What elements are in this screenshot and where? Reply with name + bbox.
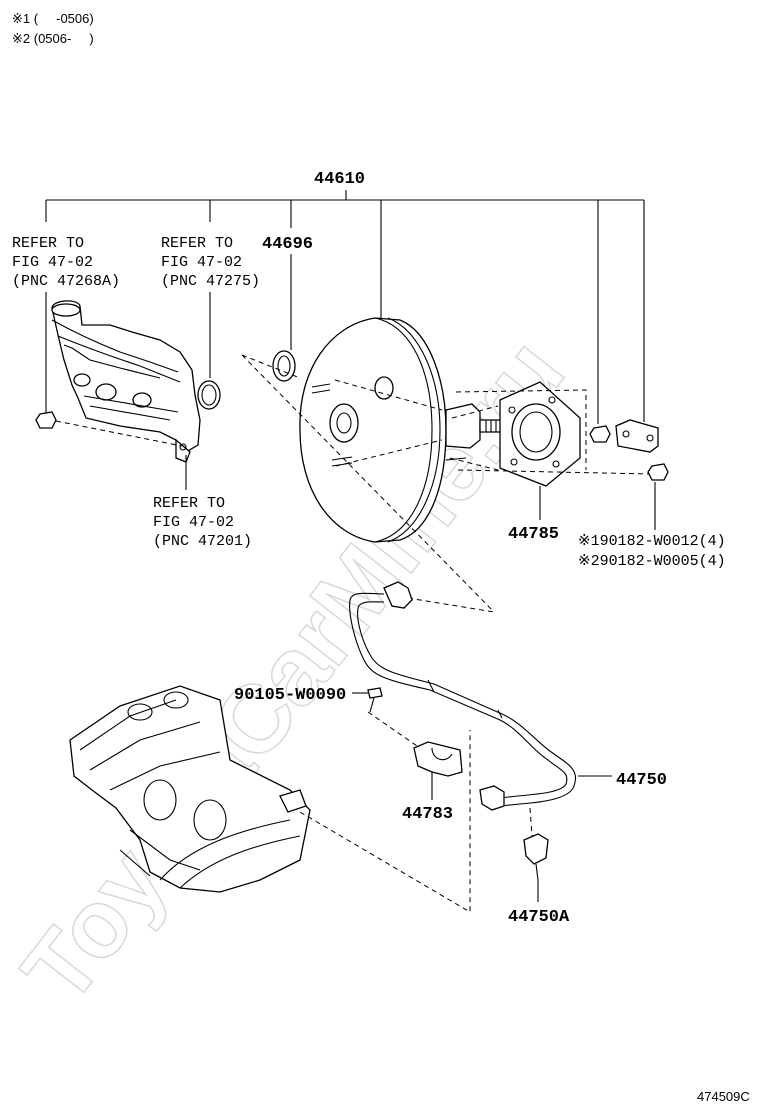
- ref-47268a-line3: (PNC 47268A): [12, 273, 120, 290]
- label-44750a: 44750A: [508, 908, 570, 927]
- label-44610: 44610: [314, 170, 365, 189]
- note-line-2: ※2 (0506- ): [12, 31, 94, 46]
- brake-booster-drawing: [299, 317, 509, 543]
- master-cylinder-nut: [35, 411, 57, 429]
- label-44696: 44696: [262, 235, 313, 254]
- label-44785: 44785: [508, 525, 559, 544]
- ref-47275-line2: FIG 47-02: [161, 254, 242, 271]
- ref-47201-line3: (PNC 47201): [153, 533, 252, 550]
- bolt-90105: [367, 687, 383, 713]
- label-44750: 44750: [616, 771, 667, 790]
- leader-tree-44610: [45, 190, 645, 424]
- label-44783: 44783: [402, 805, 453, 824]
- label-90182-w0005: ※290182-W0005(4): [578, 553, 726, 570]
- ref-47268a-line2: FIG 47-02: [12, 254, 93, 271]
- figure-id: 474509C: [697, 1089, 750, 1104]
- vacuum-hose-44750: [349, 581, 576, 811]
- gasket-44696: [272, 350, 296, 382]
- ref-47268a-line1: REFER TO: [12, 235, 84, 252]
- master-cylinder-drawing: [35, 300, 221, 490]
- intake-manifold-drawing: [69, 685, 311, 893]
- ref-47201-line1: REFER TO: [153, 495, 225, 512]
- clip-44750a: [523, 833, 549, 881]
- ref-47275-line1: REFER TO: [161, 235, 233, 252]
- label-90182-w0012: ※190182-W0012(4): [578, 533, 726, 550]
- note-line-1: ※1 ( -0506): [12, 11, 94, 26]
- plate-44785: [499, 381, 581, 487]
- label-90105-w0090: 90105-W0090: [234, 686, 346, 705]
- clevis-and-nuts: [589, 419, 669, 481]
- clip-44783: [413, 741, 463, 777]
- ref-47201-line2: FIG 47-02: [153, 514, 234, 531]
- ref-47275-line3: (PNC 47275): [161, 273, 260, 290]
